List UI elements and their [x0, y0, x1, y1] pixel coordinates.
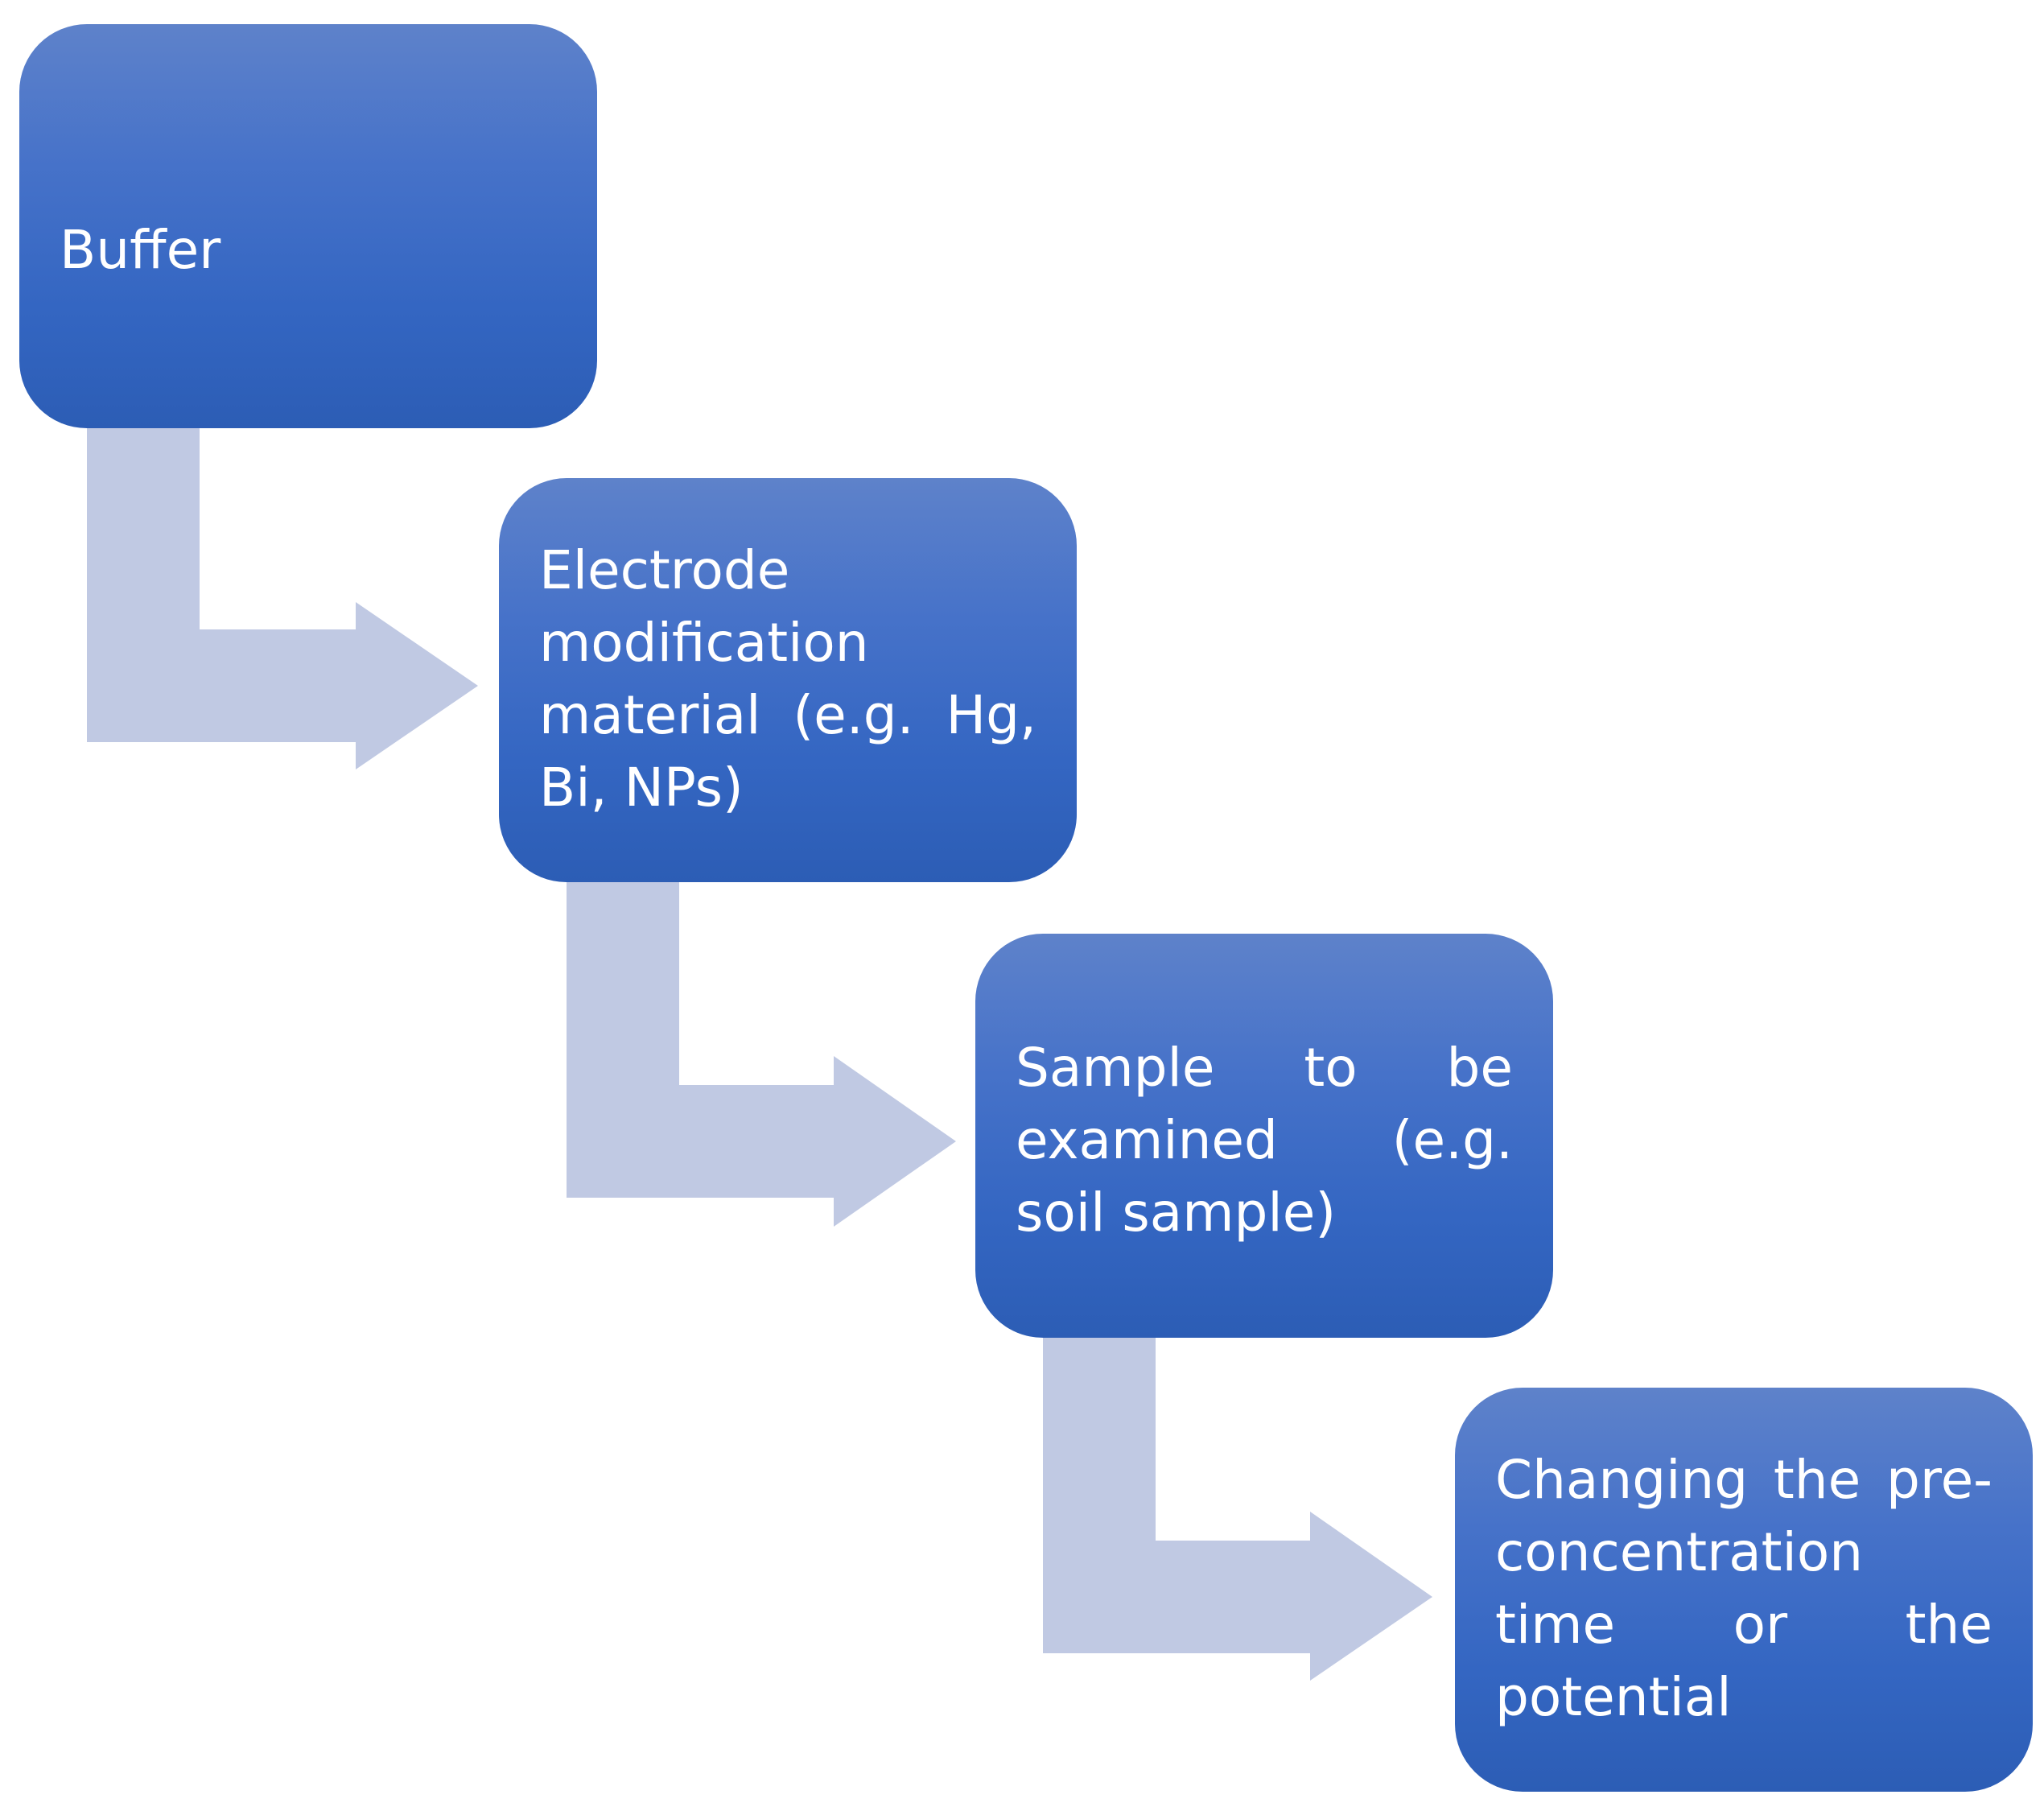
step-label: Electrode modification material (e.g. Hg…	[539, 539, 1036, 819]
step-label: Sample to be examined (e.g. soil sample)	[1016, 1037, 1513, 1244]
step-box-sample: Sample to be examined (e.g. soil sample)	[975, 934, 1553, 1338]
bent-arrow-3	[1043, 1338, 1432, 1681]
bent-arrow-1	[87, 427, 478, 769]
step-box-buffer: Buffer	[19, 24, 597, 428]
bent-arrow-2	[567, 882, 956, 1227]
step-label: Buffer	[60, 219, 221, 281]
step-box-preconcentration: Changing the pre-concentration time or t…	[1455, 1388, 2033, 1792]
step-box-electrode-modification: Electrode modification material (e.g. Hg…	[499, 478, 1077, 882]
step-label: Changing the pre-concentration time or t…	[1495, 1449, 1992, 1728]
